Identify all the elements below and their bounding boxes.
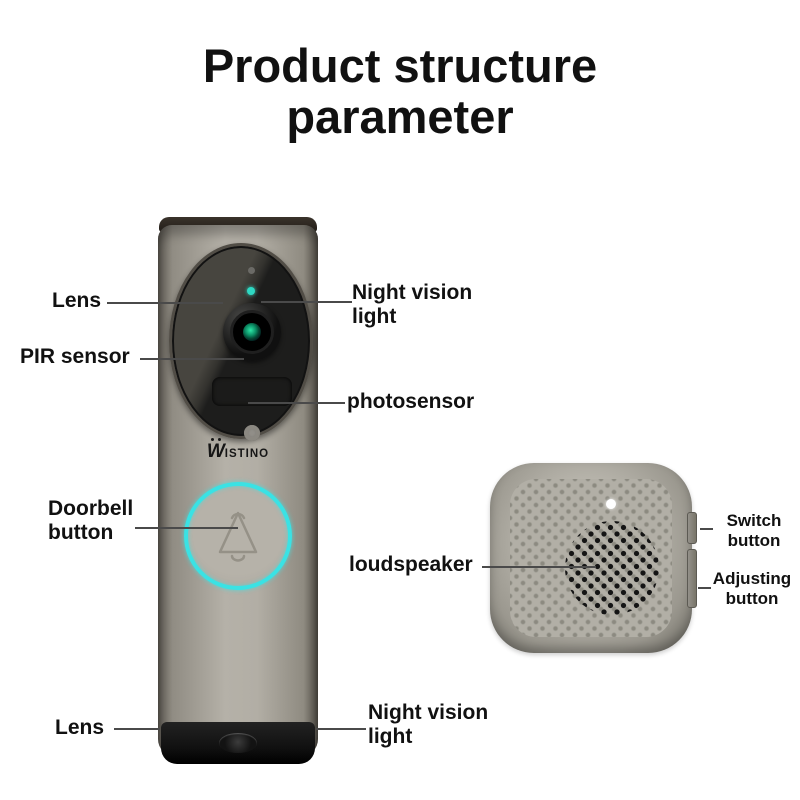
camera-lens <box>223 303 281 361</box>
doorbell-button-ring <box>184 482 292 590</box>
chime-perforated-face <box>510 479 672 637</box>
bell-icon <box>218 511 258 562</box>
adjusting-button-tab <box>687 549 697 608</box>
brand-logo: WISTINO <box>158 441 318 463</box>
night-vision-top-line <box>261 301 352 303</box>
doorbell-body: WISTINO <box>158 225 318 764</box>
label-loudspeaker: loudspeaker <box>349 553 473 576</box>
label-adjusting-button: Adjusting button <box>712 569 792 608</box>
label-lens-bottom: Lens <box>55 716 105 739</box>
lens-top-line <box>107 302 223 304</box>
chime-led <box>606 499 616 509</box>
loudspeaker-grille <box>565 521 659 615</box>
lens-bottom-line <box>114 728 160 730</box>
adjusting-button-line <box>698 587 711 589</box>
bottom-lens <box>219 733 257 753</box>
page-title-line1: Product structure <box>202 39 598 92</box>
status-led <box>247 287 255 295</box>
mic-hole <box>248 267 255 274</box>
camera-lens-ring <box>230 310 274 354</box>
pir-sensor-window <box>212 377 292 406</box>
night-vision-band <box>161 722 315 764</box>
pir-sensor-line <box>140 358 244 360</box>
brand-logo-text: ISTINO <box>224 448 270 460</box>
camera-lens-glass <box>243 323 261 341</box>
label-switch-button: Switch button <box>726 511 782 550</box>
night-vision-bottom-line <box>316 728 366 730</box>
brand-logo-initial: W <box>206 441 225 462</box>
loudspeaker-line <box>482 566 596 568</box>
chime-body <box>490 463 697 653</box>
photosensor-line <box>248 402 345 404</box>
label-lens-top: Lens <box>52 289 102 312</box>
doorbell-button-line <box>135 527 238 529</box>
camera-faceplate <box>169 243 313 441</box>
switch-button-line <box>700 528 713 530</box>
label-night-vision-bottom: Night vision light <box>368 701 489 748</box>
label-pir-sensor: PIR sensor <box>20 345 130 368</box>
label-night-vision-top: Night vision light <box>352 281 473 328</box>
page-title-line2: parameter <box>286 90 514 143</box>
switch-button-tab <box>687 512 697 544</box>
page-title: Product structure parameter <box>0 40 800 142</box>
label-photosensor: photosensor <box>347 390 475 413</box>
photosensor-dot <box>244 425 260 441</box>
label-doorbell-button: Doorbell button <box>48 497 134 544</box>
doorbell-device-image: WISTINO <box>158 217 318 764</box>
chime-device-image <box>490 463 697 653</box>
